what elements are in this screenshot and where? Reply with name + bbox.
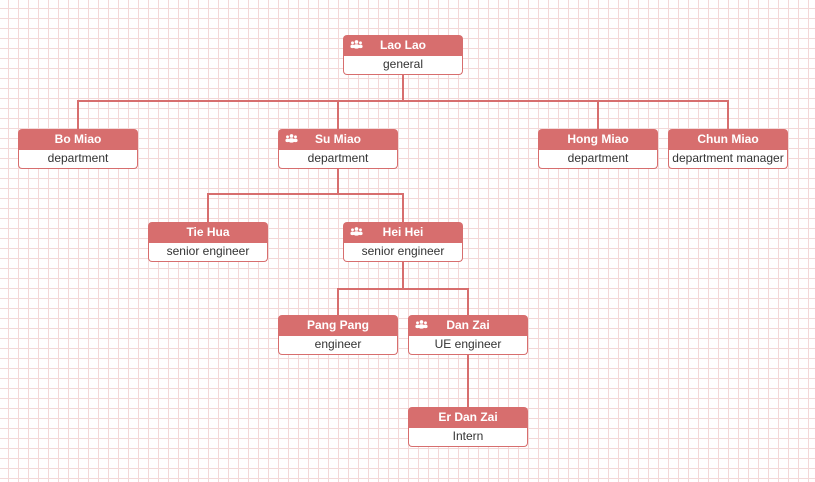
node-title: Bo Miao [18, 129, 138, 150]
org-node-bo-miao[interactable]: Bo Miao department [18, 129, 138, 169]
connector-line [727, 100, 729, 129]
node-role: UE engineer [408, 336, 528, 355]
node-title: Chun Miao [668, 129, 788, 150]
org-node-hong-miao[interactable]: Hong Miao department [538, 129, 658, 169]
node-name: Pang Pang [306, 318, 369, 332]
node-role: senior engineer [148, 243, 268, 262]
node-title: Lao Lao [343, 35, 463, 56]
connector-line [77, 100, 729, 102]
connector-line [402, 75, 404, 101]
node-title: Er Dan Zai [408, 407, 528, 428]
connector-line [77, 100, 79, 129]
node-role: department [18, 150, 138, 169]
connector-line [467, 288, 469, 315]
users-icon [349, 39, 364, 52]
node-name: Hong Miao [567, 132, 629, 146]
connector-line [337, 100, 339, 129]
connector-line [207, 193, 404, 195]
connector-line [402, 262, 404, 289]
node-role: department manager [668, 150, 788, 169]
org-node-dan-zai[interactable]: Dan Zai UE engineer [408, 315, 528, 355]
node-name: Tie Hua [186, 225, 230, 239]
node-name: Hei Hei [382, 225, 424, 239]
node-role: general [343, 56, 463, 75]
org-node-pang-pang[interactable]: Pang Pang engineer [278, 315, 398, 355]
org-node-er-dan-zai[interactable]: Er Dan Zai Intern [408, 407, 528, 447]
node-title: Su Miao [278, 129, 398, 150]
connector-line [402, 193, 404, 222]
org-node-hei-hei[interactable]: Hei Hei senior engineer [343, 222, 463, 262]
node-name: Lao Lao [379, 38, 426, 52]
node-title: Dan Zai [408, 315, 528, 336]
node-name: Chun Miao [697, 132, 759, 146]
org-node-tie-hua[interactable]: Tie Hua senior engineer [148, 222, 268, 262]
node-role: Intern [408, 428, 528, 447]
node-role: senior engineer [343, 243, 463, 262]
users-icon [284, 133, 299, 146]
connector-line [597, 100, 599, 129]
node-role: engineer [278, 336, 398, 355]
connector-line [467, 355, 469, 407]
connector-line [207, 193, 209, 222]
connector-line [337, 169, 339, 194]
node-name: Dan Zai [446, 318, 490, 332]
connector-line [337, 288, 339, 315]
node-role: department [538, 150, 658, 169]
node-name: Su Miao [314, 132, 361, 146]
org-node-lao-lao[interactable]: Lao Lao general [343, 35, 463, 75]
node-role: department [278, 150, 398, 169]
node-name: Er Dan Zai [438, 410, 498, 424]
node-title: Hei Hei [343, 222, 463, 243]
node-title: Pang Pang [278, 315, 398, 336]
org-node-su-miao[interactable]: Su Miao department [278, 129, 398, 169]
users-icon [414, 319, 429, 332]
node-name: Bo Miao [54, 132, 102, 146]
node-title: Hong Miao [538, 129, 658, 150]
connector-line [337, 288, 469, 290]
node-title: Tie Hua [148, 222, 268, 243]
users-icon [349, 226, 364, 239]
org-node-chun-miao[interactable]: Chun Miao department manager [668, 129, 788, 169]
